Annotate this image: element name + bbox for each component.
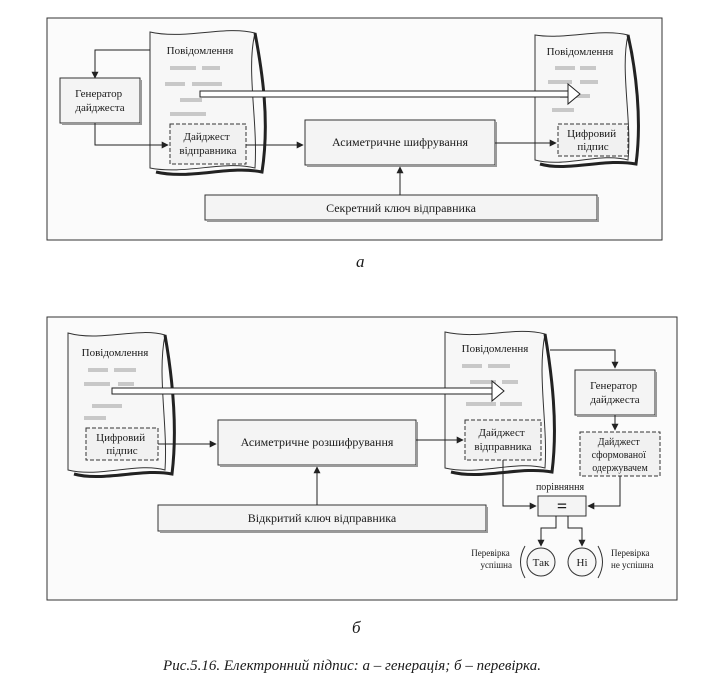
b-equals-box: =	[537, 495, 587, 517]
svg-text:Перевірка не успішна: Перевірка не успішна	[611, 548, 654, 570]
b-message-right: Повідомлення Дайджест відправника	[444, 330, 556, 476]
b-compare-label: порівняння	[536, 482, 585, 493]
b-digital-signature-line2: підпис	[106, 445, 137, 457]
b-message-left-label: Повідомлення	[82, 347, 149, 359]
panel-b: Повідомлення Цифровий підпис Асиметричне…	[46, 316, 678, 601]
panel-a: Генератор дайджеста Повідомлення Дайджес…	[46, 17, 663, 241]
b-result-bracket-left	[520, 545, 526, 579]
b-result-bracket-right	[597, 545, 603, 579]
b-message-arrow	[111, 379, 505, 403]
a-digest-generator-box: Генератор дайджеста	[59, 77, 142, 125]
a-connectors	[91, 49, 557, 195]
b-no-circle	[567, 547, 597, 577]
b-no-label: Ні	[577, 557, 588, 569]
svg-text:Дайджест відправника: Дайджест відправника	[179, 131, 236, 157]
panel-b-letter: б	[352, 618, 361, 637]
a-message-arrow	[199, 82, 581, 106]
figure-caption: Рис.5.16. Електронний підпис: а – генера…	[163, 658, 541, 674]
a-message-right-label: Повідомлення	[547, 46, 614, 58]
b-formed-digest-line2: сформованої	[592, 450, 647, 461]
b-message-left: Повідомлення Цифровий підпис	[67, 332, 176, 478]
a-digital-signature-line2: підпис	[577, 141, 608, 153]
b-connectors	[158, 349, 621, 547]
b-verify-ok-line2: успішна	[480, 560, 512, 570]
panel-a-letter: a	[356, 252, 365, 271]
b-sender-digest-box	[464, 419, 542, 461]
b-asym-decryption-box: Асиметричне розшифрування	[217, 419, 418, 467]
svg-text:Перевірка успішна: Перевірка успішна	[471, 548, 512, 570]
a-asym-encryption-label: Асиметричне шифрування	[332, 135, 469, 149]
b-digest-generator-box: Генератор дайджеста	[574, 369, 657, 417]
b-sender-digest-line1: Дайджест	[479, 427, 525, 439]
svg-text:Дайджест сформованої: Дайджест сформованої одержувачем	[592, 437, 649, 474]
a-secret-key-label: Секретний ключ відправника	[326, 201, 477, 215]
a-message-left-label: Повідомлення	[167, 45, 234, 57]
b-message-right-label: Повідомлення	[462, 343, 529, 355]
b-verify-ok-line1: Перевірка	[471, 548, 509, 558]
a-digital-signature-box	[557, 123, 629, 157]
svg-text:Цифровий підпис: Цифровий підпис	[96, 432, 148, 457]
b-asym-decryption-label: Асиметричне розшифрування	[241, 435, 394, 449]
a-sender-digest-line2: відправника	[179, 145, 236, 157]
b-formed-digest-line3: одержувачем	[592, 463, 648, 474]
b-verify-fail-line2: не успішна	[611, 560, 654, 570]
svg-text:Генератор дайджеста: Генератор дайджеста	[590, 380, 640, 406]
a-sender-digest-line1: Дайджест	[184, 131, 230, 143]
a-message-left: Повідомлення Дайджест відправника	[149, 30, 267, 176]
a-digest-generator-line1: Генератор	[75, 88, 122, 100]
svg-text:Цифровий підпис: Цифровий підпис	[567, 128, 619, 153]
b-sender-digest-line2: відправника	[474, 441, 531, 453]
b-digital-signature-line1: Цифровий	[96, 432, 145, 444]
b-formed-digest-box: Дайджест сформованої одержувачем	[579, 431, 661, 477]
a-sender-digest-box	[169, 123, 247, 165]
a-asym-encryption-box: Асиметричне шифрування	[304, 119, 497, 167]
b-public-key-label: Відкритий ключ відправника	[248, 511, 397, 525]
b-digest-generator-line1: Генератор	[590, 380, 637, 392]
b-digest-generator-line2: дайджеста	[590, 394, 639, 406]
b-yes-circle	[526, 547, 556, 577]
b-public-key-box: Відкритий ключ відправника	[157, 504, 488, 533]
b-formed-digest-line1: Дайджест	[598, 437, 641, 448]
a-secret-key-box: Секретний ключ відправника	[204, 194, 599, 222]
b-verify-fail-line1: Перевірка	[611, 548, 649, 558]
svg-text:Дайджест відправника: Дайджест відправника	[474, 427, 531, 453]
a-message-right: Повідомлення Цифровий підпис	[534, 32, 640, 168]
a-digest-generator-line2: дайджеста	[75, 102, 124, 114]
b-yes-label: Так	[533, 557, 550, 569]
svg-text:Генератор дайджеста: Генератор дайджеста	[75, 88, 125, 114]
a-digital-signature-line1: Цифровий	[567, 128, 616, 140]
b-equals-sign: =	[557, 496, 567, 516]
